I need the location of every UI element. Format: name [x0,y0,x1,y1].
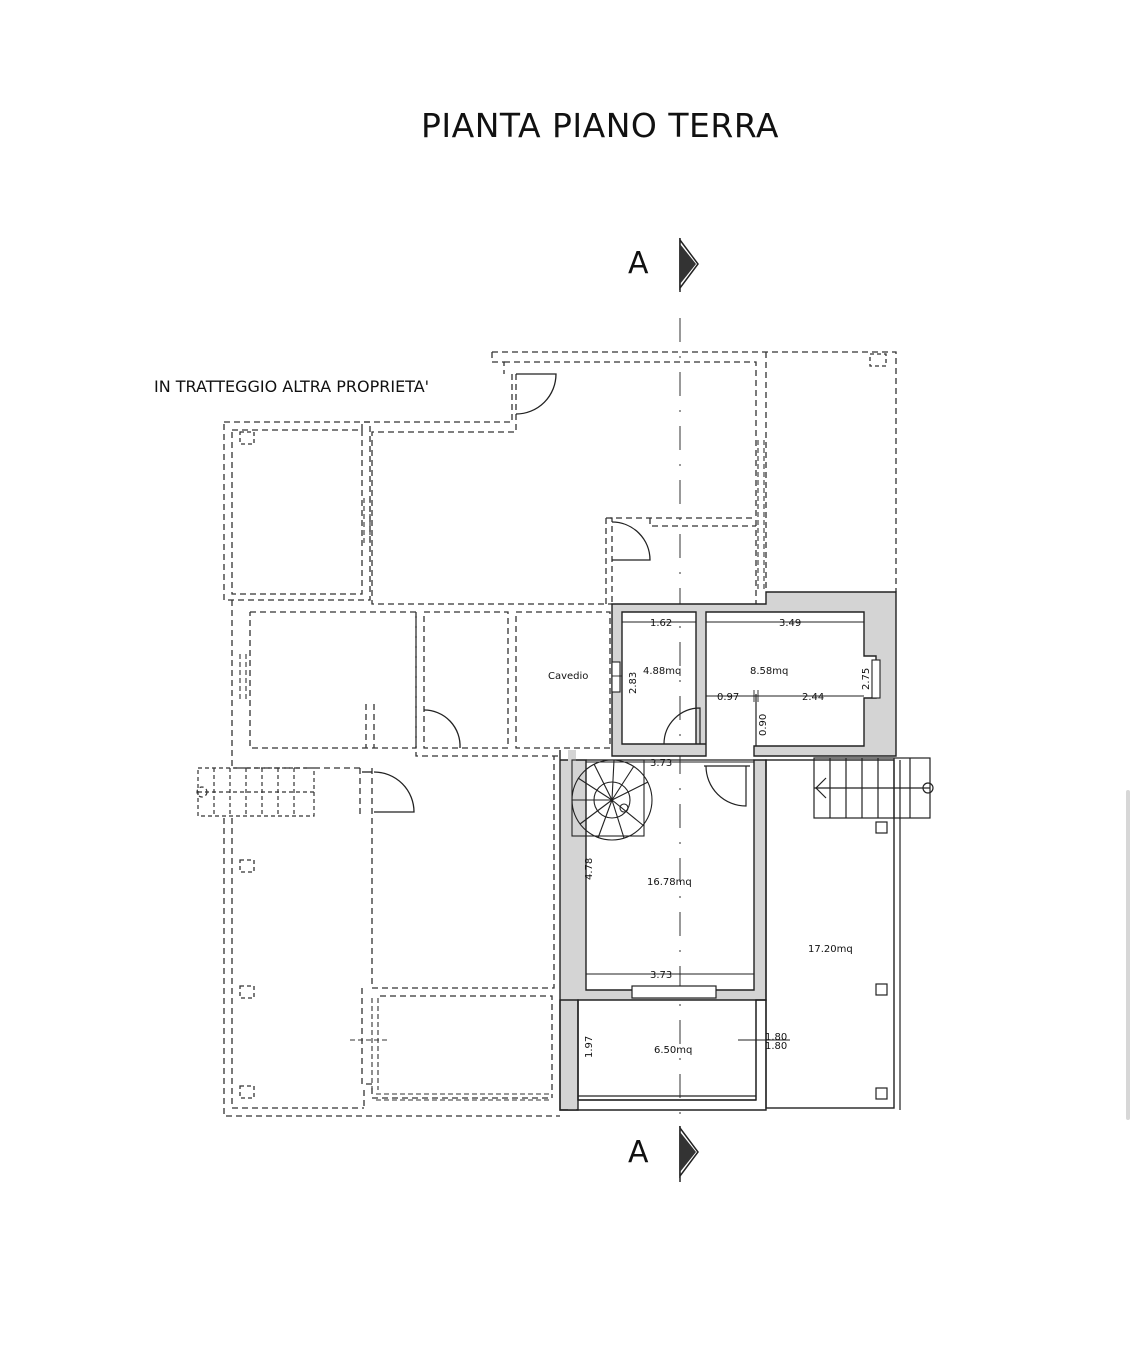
dim-349: 3.49 [779,618,801,629]
dim-283: 2.83 [628,672,639,694]
property-walls [559,591,901,1111]
section-marker-top: A [628,237,699,292]
pillar-markers [239,353,887,1099]
right-stair [813,757,934,819]
label-room-e: 6.50mq [654,1045,692,1056]
label-room-b: 8.58mq [750,666,788,677]
other-property-note: IN TRATTEGGIO ALTRA PROPRIETA' [154,377,429,396]
plan-title: PIANTA PIANO TERRA [420,106,779,145]
dim-097: 0.97 [717,692,739,703]
dim-478: 4.78 [584,858,595,880]
dim-090: 0.90 [758,714,769,736]
left-stair [196,767,316,817]
other-doors [362,373,651,813]
section-marker-bottom: A [628,1125,699,1182]
dim-373-bottom: 3.73 [650,970,672,981]
right-room-pillars [875,821,888,1100]
label-room-c: 16.78mq [647,877,692,888]
scrollbar[interactable] [1126,790,1130,1120]
property-doors [663,707,750,807]
dim-162: 1.62 [650,618,672,629]
plan-labels: Cavedio 4.88mq 8.58mq 16.78mq 17.20mq 6.… [548,666,853,1056]
dimension-lines [586,621,864,1041]
label-room-a: 4.88mq [643,666,681,677]
section-label-top: A [628,246,649,281]
other-property-walls [239,440,765,1101]
dim-197: 1.97 [584,1036,595,1058]
dim-275: 2.75 [861,668,872,690]
dim-180-a: 1.80 [765,1032,787,1043]
dimension-labels: 1.62 3.49 0.97 2.44 3.73 3.73 1.80 1.80 … [584,618,872,1058]
section-label-bottom: A [628,1135,649,1170]
spiral-stair [571,759,653,841]
label-cavedio: Cavedio [548,671,588,682]
dim-373-top: 3.73 [650,758,672,769]
dim-244: 2.44 [802,692,824,703]
label-room-d: 17.20mq [808,944,853,955]
dim-180-b: 1.80 [765,1041,787,1052]
